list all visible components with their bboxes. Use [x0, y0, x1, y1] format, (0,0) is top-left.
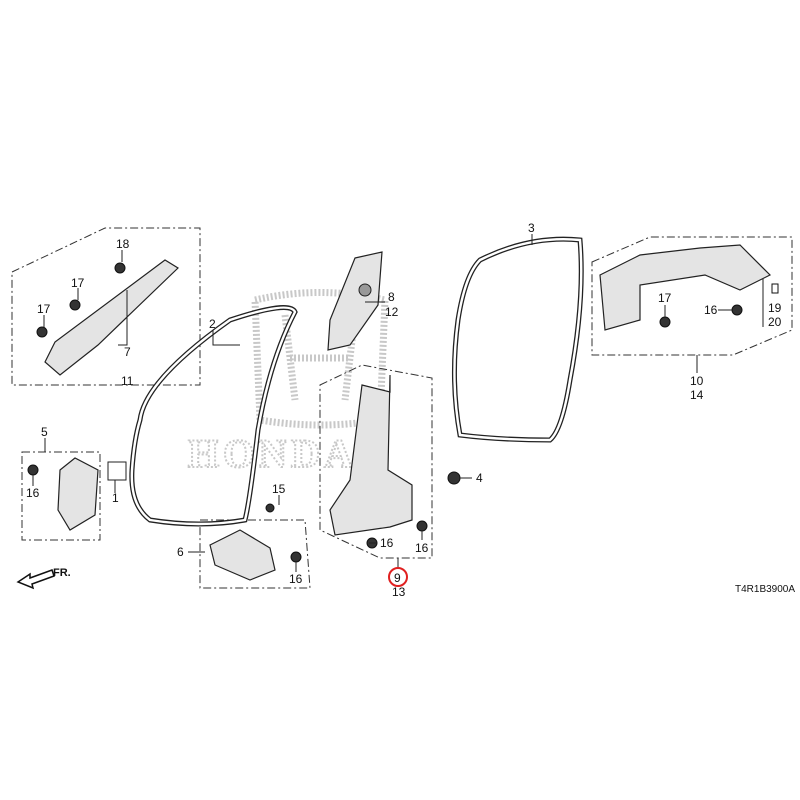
callout-16: 16	[26, 486, 40, 500]
group-box-10	[591, 236, 793, 356]
highlight-circle	[388, 567, 408, 587]
callout-2: 2	[209, 317, 216, 331]
group-box-5	[21, 451, 101, 541]
diagram-code: T4R1B3900A	[735, 584, 795, 595]
callout-3: 3	[528, 221, 535, 235]
callout-18: 18	[116, 237, 130, 251]
callout-19: 19	[768, 301, 782, 315]
part-rear-pillar-trim	[599, 244, 772, 331]
arrow-left-icon	[16, 569, 55, 590]
callout-16: 16	[415, 541, 429, 555]
callout-16: 16	[289, 572, 303, 586]
callout-20: 20	[768, 315, 782, 329]
callout-17: 17	[37, 302, 51, 316]
group-box-7	[11, 227, 201, 386]
callout-5: 5	[41, 425, 48, 439]
part-a-pillar-garnish	[44, 259, 179, 376]
front-direction-indicator: FR.	[16, 567, 71, 590]
front-label: FR.	[53, 567, 71, 579]
part-b-pillar-lower	[329, 374, 413, 536]
callout-15: 15	[272, 482, 286, 496]
callout-11: 11	[121, 374, 134, 388]
clip-icons	[27, 262, 779, 563]
callout-16: 16	[704, 303, 718, 317]
part-kick-panel	[57, 457, 99, 531]
honda-watermark: HONDA	[187, 289, 389, 477]
callout-17: 17	[71, 276, 85, 290]
svg-text:HONDA: HONDA	[188, 431, 357, 476]
group-box-6	[199, 519, 311, 589]
callout-10: 10	[690, 374, 704, 388]
callout-7: 7	[124, 345, 131, 359]
callout-6: 6	[177, 545, 184, 559]
part-bracket-6	[209, 529, 276, 581]
callout-14: 14	[690, 388, 704, 402]
callout-labels: 18 17 17 7 11 2 5 16 1 15 6 16 3 8 12 4 …	[26, 221, 782, 599]
part-1-pad	[107, 461, 127, 481]
callout-12: 12	[385, 305, 399, 319]
callout-1: 1	[112, 491, 119, 505]
callout-16: 16	[380, 536, 394, 550]
callout-4: 4	[476, 471, 483, 485]
part-b-pillar-upper	[327, 251, 383, 351]
callout-8: 8	[388, 290, 395, 304]
callout-9[interactable]: 9	[394, 571, 401, 585]
callout-17: 17	[658, 291, 672, 305]
callout-13: 13	[392, 585, 406, 599]
leader-lines	[32, 234, 732, 572]
